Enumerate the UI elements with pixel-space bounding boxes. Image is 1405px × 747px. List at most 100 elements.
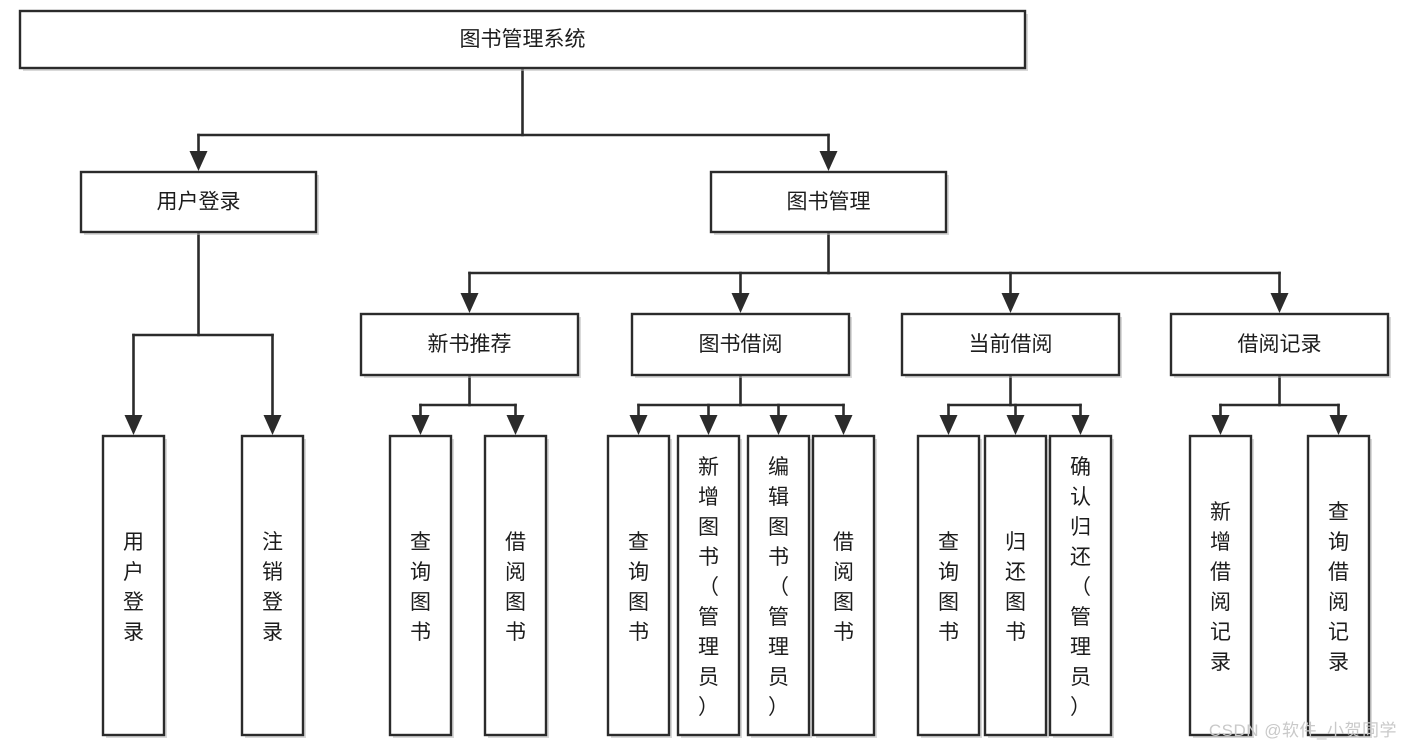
node-leaf_br_query[interactable] <box>1306 434 1372 738</box>
svg-text:查: 查 <box>628 531 649 554</box>
node-root-label: 图书管理系统 <box>460 28 586 51</box>
svg-text:管: 管 <box>698 606 719 629</box>
arrow-head <box>1211 415 1230 435</box>
svg-text:书: 书 <box>698 546 719 569</box>
node-book_borrow-label: 图书借阅 <box>699 333 783 356</box>
svg-text:询: 询 <box>938 561 959 584</box>
svg-text:注: 注 <box>262 531 283 554</box>
svg-text:询: 询 <box>410 561 431 584</box>
svg-text:书: 书 <box>833 621 854 644</box>
svg-text:）: ） <box>1070 696 1091 719</box>
svg-text:借: 借 <box>505 531 526 554</box>
node-book_borrow[interactable] <box>630 312 852 378</box>
svg-text:书: 书 <box>505 621 526 644</box>
node-current_borrow[interactable] <box>900 312 1122 378</box>
node-book_mgmt[interactable] <box>709 170 949 235</box>
node-borrow_record[interactable] <box>1169 312 1391 378</box>
arrow-head <box>629 415 648 435</box>
svg-text:借: 借 <box>1328 561 1349 584</box>
node-book_mgmt-label: 图书管理 <box>787 191 871 214</box>
svg-text:理: 理 <box>698 636 719 659</box>
svg-text:增: 增 <box>1210 531 1231 554</box>
svg-text:归: 归 <box>1070 516 1091 539</box>
node-leaf_br_add[interactable] <box>1188 434 1254 738</box>
node-leaf_bb_borrow[interactable] <box>811 434 877 738</box>
arrow-head <box>1006 415 1025 435</box>
svg-text:借: 借 <box>1210 561 1231 584</box>
node-leaf_bb_query[interactable] <box>606 434 672 738</box>
node-leaf_bb_edit[interactable] <box>746 434 812 738</box>
svg-text:）: ） <box>698 696 719 719</box>
node-leaf_cb_confirm[interactable] <box>1048 434 1114 738</box>
svg-text:管: 管 <box>768 606 789 629</box>
svg-text:户: 户 <box>123 561 144 584</box>
svg-text:员: 员 <box>1070 666 1091 689</box>
svg-text:登: 登 <box>123 591 144 614</box>
svg-text:增: 增 <box>698 486 719 509</box>
node-leaf_cb_query[interactable] <box>916 434 982 738</box>
node-leaf_logout[interactable] <box>240 434 306 738</box>
arrow-head <box>1001 293 1020 313</box>
svg-text:录: 录 <box>262 621 283 644</box>
svg-text:阅: 阅 <box>505 561 526 584</box>
node-leaf_user_login[interactable] <box>101 434 167 738</box>
arrow-head <box>699 415 718 435</box>
svg-text:归: 归 <box>1005 531 1026 554</box>
svg-text:新: 新 <box>1210 501 1231 524</box>
svg-text:编: 编 <box>768 456 789 479</box>
node-new_book_rec[interactable] <box>359 312 581 378</box>
arrow-head <box>460 293 479 313</box>
svg-text:图: 图 <box>1005 591 1026 614</box>
svg-text:图: 图 <box>505 591 526 614</box>
svg-text:理: 理 <box>1070 636 1091 659</box>
svg-text:查: 查 <box>1328 501 1349 524</box>
svg-text:阅: 阅 <box>1210 591 1231 614</box>
svg-text:确: 确 <box>1070 456 1091 479</box>
svg-text:记: 记 <box>1328 621 1349 644</box>
arrow-head <box>731 293 750 313</box>
svg-text:书: 书 <box>410 621 431 644</box>
arrow-head <box>1071 415 1090 435</box>
svg-text:认: 认 <box>1070 486 1091 509</box>
svg-text:还: 还 <box>1005 561 1026 584</box>
svg-text:阅: 阅 <box>833 561 854 584</box>
node-new_book_rec-label: 新书推荐 <box>428 333 512 356</box>
node-leaf_cb_return[interactable] <box>983 434 1049 738</box>
svg-text:录: 录 <box>123 621 144 644</box>
svg-text:（: （ <box>698 576 719 599</box>
svg-text:书: 书 <box>1005 621 1026 644</box>
arrow-head <box>834 415 853 435</box>
svg-text:书: 书 <box>628 621 649 644</box>
svg-text:（: （ <box>768 576 789 599</box>
svg-text:图: 图 <box>628 591 649 614</box>
node-user_login[interactable] <box>79 170 319 235</box>
arrow-head <box>124 415 143 435</box>
svg-text:（: （ <box>1070 576 1091 599</box>
node-leaf_nr_borrow[interactable] <box>483 434 549 738</box>
svg-text:用: 用 <box>123 531 144 554</box>
svg-text:图: 图 <box>833 591 854 614</box>
svg-text:询: 询 <box>1328 531 1349 554</box>
node-leaf_bb_add[interactable] <box>676 434 742 738</box>
edges-layer <box>124 66 1348 435</box>
arrow-head <box>263 415 282 435</box>
node-user_login-label: 用户登录 <box>157 191 241 214</box>
arrow-head <box>1270 293 1289 313</box>
svg-text:员: 员 <box>698 666 719 689</box>
svg-text:新: 新 <box>698 456 719 479</box>
node-leaf_nr_query[interactable] <box>388 434 454 738</box>
node-root[interactable] <box>18 9 1028 71</box>
node-borrow_record-label: 借阅记录 <box>1238 333 1322 356</box>
nodes-layer: 图书管理系统用户登录图书管理新书推荐图书借阅当前借阅借阅记录用户登录注销登录查询… <box>18 9 1391 738</box>
svg-text:查: 查 <box>410 531 431 554</box>
svg-text:图: 图 <box>410 591 431 614</box>
svg-text:理: 理 <box>768 636 789 659</box>
